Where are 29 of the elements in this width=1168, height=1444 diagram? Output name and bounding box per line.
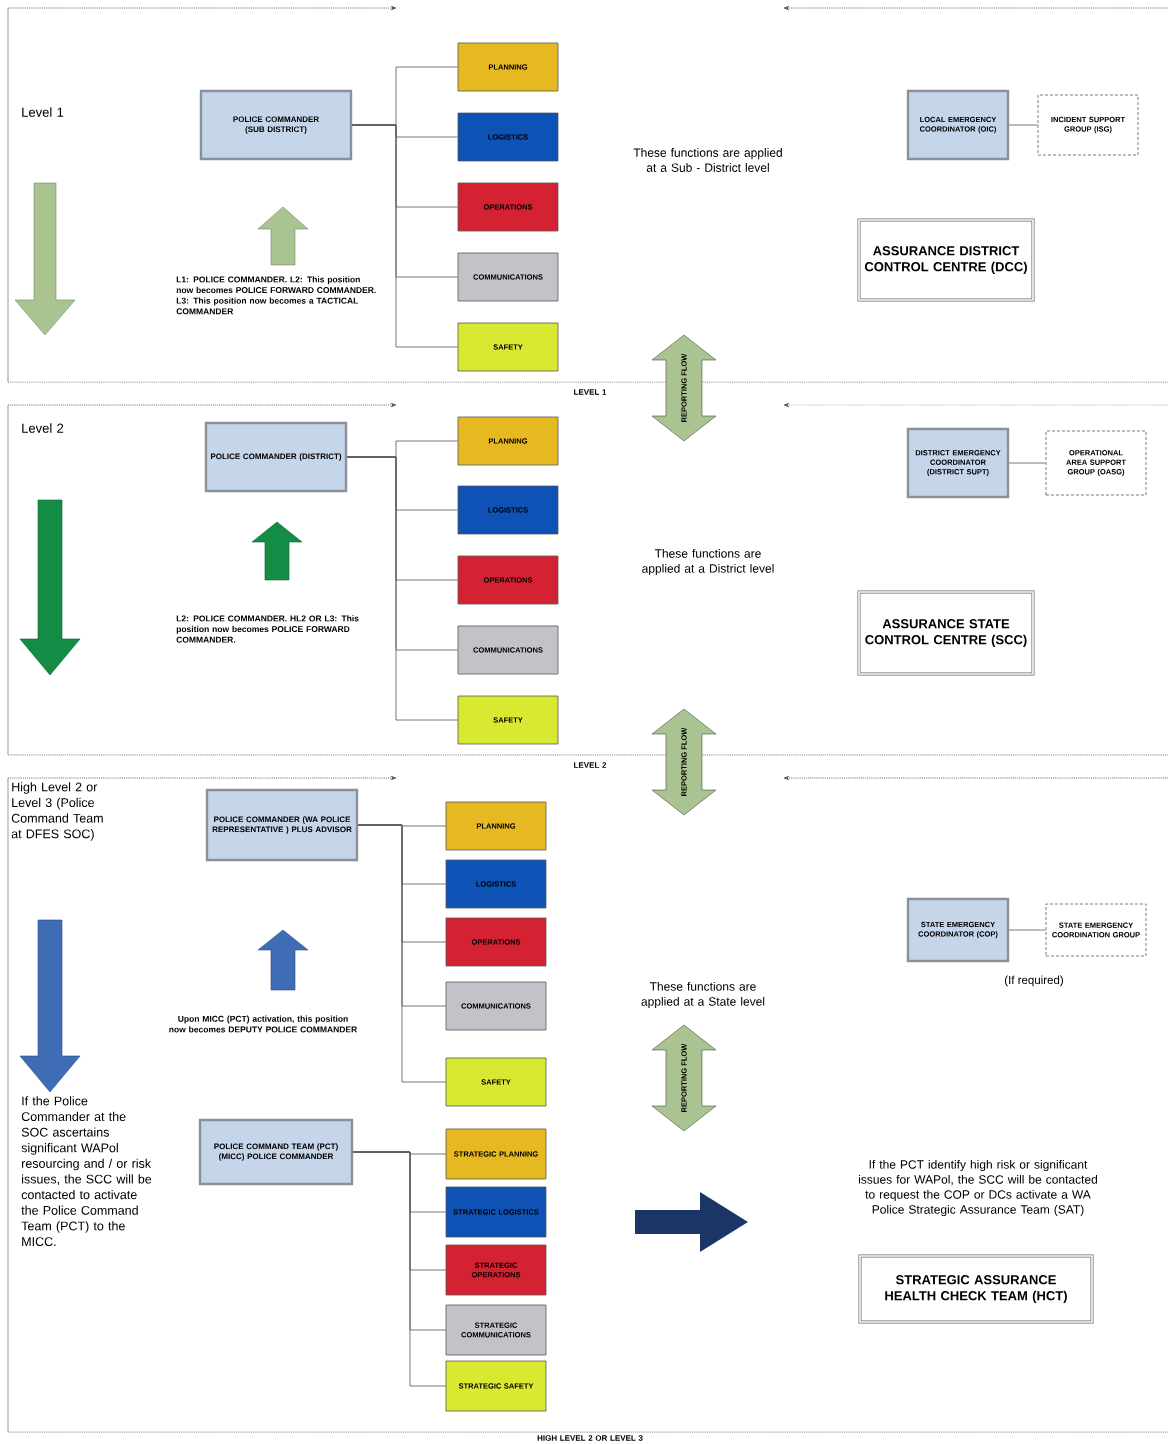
- note-text: These functions are applied at a District level: [642, 548, 774, 576]
- assurance-box: ASSURANCE STATE CONTROL CENTRE (SCC): [857, 590, 1035, 676]
- note-text: These functions are applied at a Sub - District level: [633, 148, 782, 172]
- note-text: If the PCT identify high risk or significant issues for WAPol, the SCC will be contacted to request the COP or DCs activate a WA Police Strategic Assurance Team (SAT): [858, 1159, 1097, 1217]
- note-text: These functions are applied at a State level: [641, 981, 765, 1009]
- command-box: POLICE COMMAND TEAM (PCT) (MICC) POLICE COMMANDER: [198, 1118, 354, 1186]
- level-heading: Level 1: [22, 107, 64, 117]
- connector-line: [1008, 929, 1046, 931]
- connector-line: [357, 824, 446, 1083]
- note-text: L2: POLICE COMMANDER. HL2 OR L3: This position now becomes POLICE FORWARD COMMANDER.: [176, 615, 359, 643]
- command-box: POLICE COMMANDER (DISTRICT): [204, 421, 348, 493]
- connector-line: [351, 124, 458, 348]
- connector-line: [1008, 124, 1038, 126]
- level-tag: HIGH LEVEL 2 OR LEVEL 3: [537, 1435, 643, 1441]
- level-tag: LEVEL 2: [574, 762, 607, 768]
- command-box: POLICE COMMANDER (SUB DISTRICT): [199, 89, 353, 161]
- note-text: L1: POLICE COMMANDER. L2: This position now becomes POLICE FORWARD COMMANDER. L3: This position now becomes a TACTICAL COMMANDER: [176, 276, 376, 315]
- connector-line: [352, 1151, 446, 1387]
- level-heading: Level 2: [22, 423, 64, 433]
- assurance-box: ASSURANCE DISTRICT CONTROL CENTRE (DCC): [857, 218, 1035, 302]
- note-text: Upon MICC (PCT) activation, this position now becomes DEPUTY POLICE COMMANDER: [169, 1015, 358, 1033]
- side-note: (If required): [1005, 975, 1063, 987]
- assurance-box: STRATEGIC ASSURANCE HEALTH CHECK TEAM (HCT): [858, 1254, 1094, 1324]
- note-text: High Level 2 or Level 3 (Police Command Team at DFES SOC): [11, 782, 103, 841]
- note-text: If the Police Commander at the SOC ascertains significant WAPol resourcing and / or risk issues, the SCC will be contacted to activate the Police Command Team (PCT) to the MICC.: [21, 1096, 152, 1246]
- level-tag: LEVEL 1: [574, 389, 607, 395]
- connector-line: [346, 456, 458, 721]
- connector-line: [1008, 462, 1046, 464]
- command-box: POLICE COMMANDER (WA POLICE REPRESENTATIVE ) PLUS ADVISOR: [205, 788, 359, 862]
